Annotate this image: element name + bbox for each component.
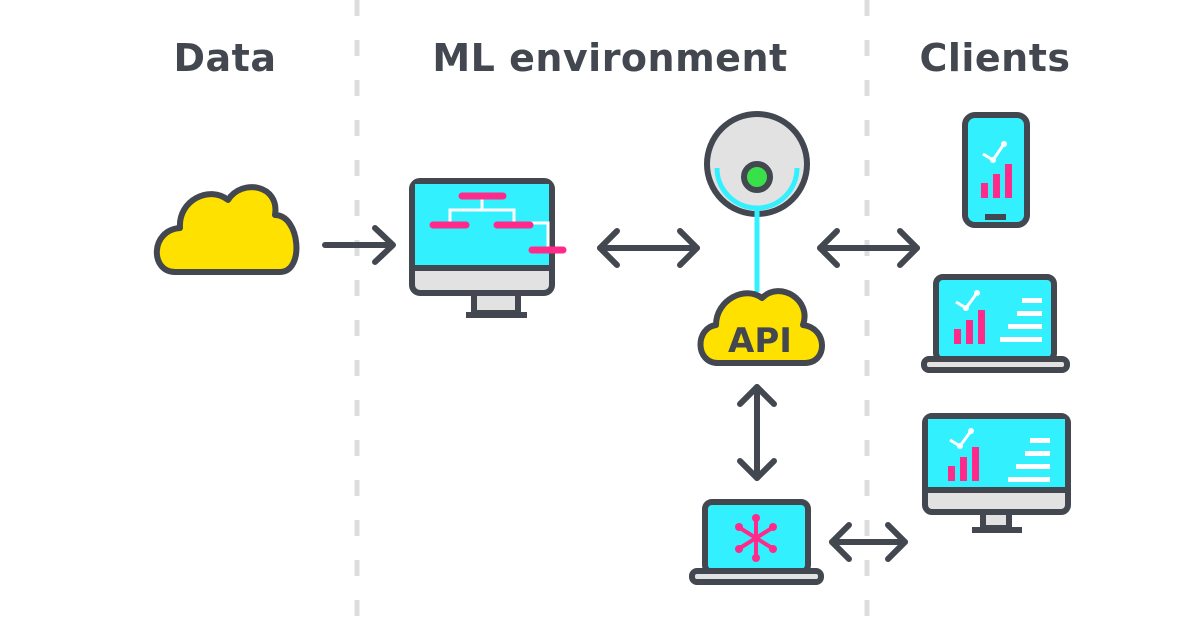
desktop-client-icon — [922, 413, 1071, 533]
developer-laptop-icon — [689, 499, 824, 585]
column-title-ml-environment: ML environment — [432, 36, 788, 80]
arrow-ml-server — [597, 228, 700, 268]
model-server-icon — [704, 111, 810, 292]
laptop-client-icon — [921, 274, 1070, 373]
data-cloud-icon — [153, 184, 300, 275]
api-cloud-icon: API — [697, 288, 825, 366]
arrow-data-to-ml — [322, 225, 396, 265]
column-title-clients: Clients — [919, 36, 1071, 80]
arrow-api-laptop — [737, 384, 777, 481]
api-label: API — [728, 321, 792, 361]
ml-monitor-icon — [409, 178, 567, 318]
arrow-laptop-desktop — [829, 522, 908, 562]
phone-client-icon — [962, 112, 1030, 228]
arrow-server-clients — [817, 228, 920, 268]
column-title-data: Data — [173, 36, 277, 80]
